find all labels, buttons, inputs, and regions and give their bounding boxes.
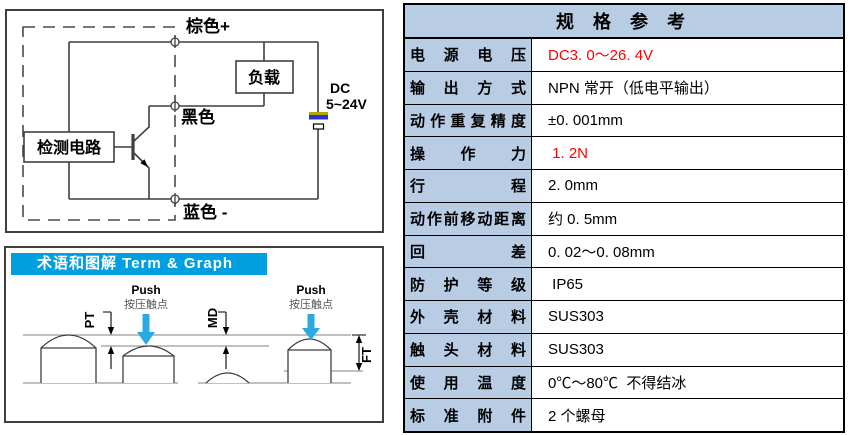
wiring-diagram-panel: 棕色+ 黑色 蓝色 - 负载 检测电路 DC 5~24V: [5, 9, 384, 233]
spec-row-value: 约 0. 5mm: [548, 211, 618, 229]
spec-row-label: 动作前移动距离: [405, 202, 532, 235]
spec-row-label: 使用温度: [405, 366, 532, 399]
spec-table: 规 格 参 考 电源电压 DC3. 0～26. 4V 输出方式 NPN 常开（低电平输…: [403, 3, 845, 433]
spec-row-label: 触头材料: [405, 333, 532, 366]
push2-subtitle: 按压触点: [289, 297, 333, 311]
circuit-wires: [68, 41, 319, 200]
spec-table-row: 使用温度 0℃～80℃ 不得结冰: [405, 366, 843, 400]
spec-row-value: NPN 常开（低电平输出）: [548, 80, 719, 98]
pt-dimension: [103, 311, 115, 369]
npn-transistor: [131, 106, 150, 199]
dc-battery: [309, 112, 328, 130]
term-graph-diagram: PT MD FT Push 按压触点 Push 按压触点: [23, 283, 374, 384]
spec-row-value: 2 个螺母: [548, 407, 606, 425]
spec-table-row: 动作重复精度 ±0. 001mm: [405, 104, 843, 138]
dome-free-position: [40, 334, 97, 383]
wire-label-black: 黑色: [181, 107, 215, 127]
spec-table-row: 操作力 1. 2N: [405, 137, 843, 170]
spec-row-value: ±0. 001mm: [548, 111, 623, 129]
spec-row-value: 2. 0mm: [548, 177, 599, 195]
circuit-boxes: [23, 60, 294, 163]
push-arrow-2: [302, 314, 320, 340]
wire-label-brown: 棕色+: [186, 16, 230, 36]
push-arrow-1: [137, 314, 155, 345]
wire-label-blue: 蓝色 -: [183, 202, 227, 222]
dc-label: DC: [330, 80, 350, 96]
detect-circuit-label: 检测电路: [37, 138, 102, 157]
md-dimension: [218, 311, 230, 369]
spec-table-row: 触头材料 SUS303: [405, 333, 843, 367]
spec-table-row: 防护等级 IP65: [405, 268, 843, 301]
spec-row-label: 电源电压: [405, 39, 532, 71]
spec-table-row: 回差 0. 02～0. 08mm: [405, 235, 843, 269]
md-label: MD: [205, 308, 220, 328]
load-label: 负载: [248, 68, 280, 87]
spec-row-label: 操作力: [405, 137, 532, 169]
wiring-diagram: 棕色+ 黑色 蓝色 - 负载 检测电路 DC 5~24V: [22, 16, 368, 222]
dome-operating-position: [122, 345, 175, 383]
spec-row-label: 输出方式: [405, 71, 532, 104]
spec-table-title: 规 格 参 考: [405, 5, 843, 39]
spec-row-value: 0℃～80℃ 不得结冰: [548, 374, 687, 392]
spec-row-label: 动作重复精度: [405, 104, 532, 137]
spec-row-value: SUS303: [548, 308, 604, 326]
spec-table-row: 电源电压 DC3. 0～26. 4V: [405, 39, 843, 72]
spec-table-row: 行程 2. 0mm: [405, 170, 843, 203]
dome-full-travel: [205, 372, 250, 384]
push2-title: Push: [296, 283, 325, 297]
sensor-boundary-dashed-box: [22, 26, 176, 221]
wire-nodes: [170, 36, 180, 205]
spec-row-value: IP65: [548, 275, 584, 293]
spec-row-value: SUS303: [548, 341, 604, 359]
spec-row-label: 行程: [405, 170, 532, 202]
spec-row-value: 1. 2N: [548, 144, 589, 162]
push1-title: Push: [131, 283, 160, 297]
ft-dimension: [352, 334, 366, 371]
spec-row-label: 回差: [405, 235, 532, 268]
spec-row-label: 标准附件: [405, 399, 532, 431]
term-graph-panel: 术语和图解 Term & Graph: [4, 246, 384, 423]
load-box: [235, 60, 294, 94]
battery-plate-short: [312, 123, 325, 130]
dc-voltage-label: 5~24V: [326, 96, 368, 112]
spec-row-value: 0. 02～0. 08mm: [548, 243, 655, 261]
emitter-arrow: [140, 159, 148, 167]
term-graph-banner: 术语和图解 Term & Graph: [11, 253, 267, 275]
spec-table-row: 标准附件 2 个螺母: [405, 399, 843, 431]
spec-row-label: 外壳材料: [405, 301, 532, 333]
plunger-domes: [40, 334, 332, 384]
spec-rows: 电源电压 DC3. 0～26. 4V 输出方式 NPN 常开（低电平输出） 动作重复精度…: [405, 39, 843, 431]
battery-plate-yellow: [309, 112, 328, 115]
spec-table-row: 动作前移动距离约 0. 5mm: [405, 202, 843, 236]
pt-label: PT: [82, 312, 97, 329]
spec-table-row: 输出方式 NPN 常开（低电平输出）: [405, 71, 843, 105]
spec-row-label: 防护等级: [405, 268, 532, 300]
battery-plate-blue: [309, 115, 328, 120]
push1-subtitle: 按压触点: [124, 297, 168, 311]
ft-label: FT: [359, 347, 374, 363]
spec-row-value: DC3. 0～26. 4V: [548, 47, 654, 65]
spec-table-row: 外壳材料 SUS303: [405, 301, 843, 334]
dome-free-position-2: [287, 338, 332, 383]
detect-circuit-box: [23, 131, 115, 163]
